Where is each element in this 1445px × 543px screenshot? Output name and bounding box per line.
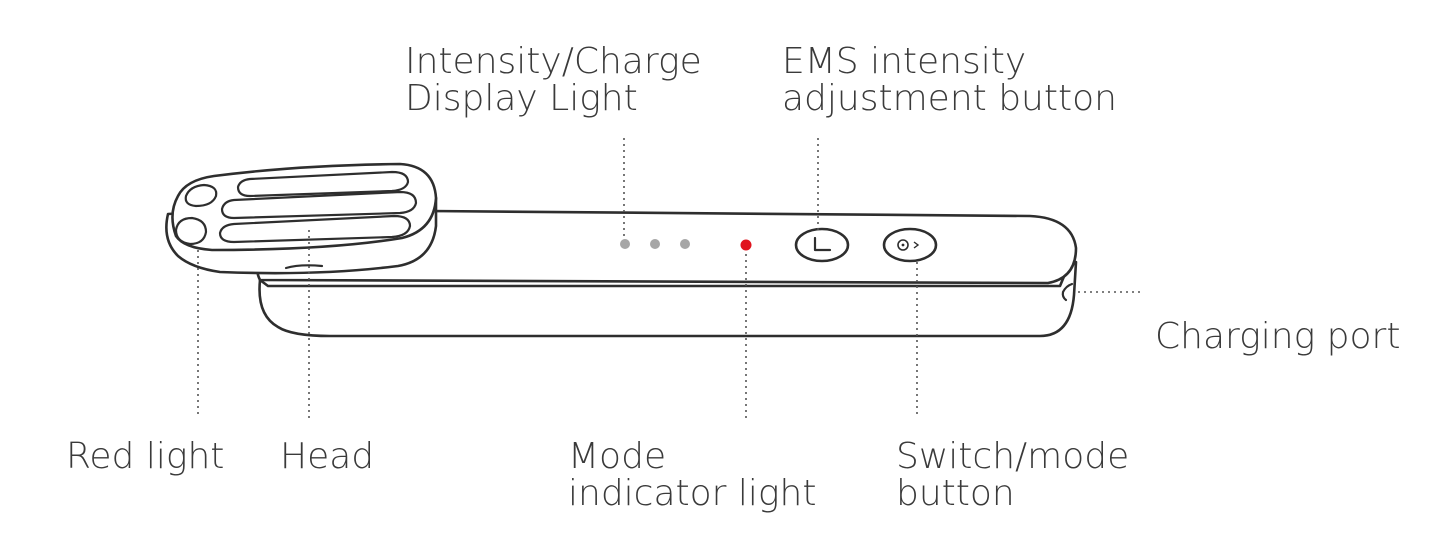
label-head: Head [280,436,374,477]
ems-symbol-icon [813,236,832,252]
label-charging-port: Charging port [1155,316,1400,357]
device-head [165,162,438,275]
label-mode-indicator-line2: indicator light [568,473,816,514]
red-light-window-bottom [174,216,208,246]
head-slot-top [236,170,410,198]
red-light-window-top [184,183,218,208]
mode-indicator-light [740,239,752,251]
label-switch-mode-line2: button [896,473,1015,514]
switch-mode-button[interactable] [882,227,938,263]
label-mode-indicator-line1: Mode [568,436,666,477]
label-ems-line2: adjustment button [782,78,1117,119]
head-slot-bottom [218,214,412,244]
intensity-dot-2 [650,239,660,249]
label-intensity-display-line1: Intensity/Charge [405,41,702,82]
power-mode-icon [897,239,920,251]
label-ems-line1: EMS intensity [782,41,1026,82]
intensity-charge-display-lights [620,239,690,249]
label-intensity-display-line2: Display Light [405,78,638,119]
intensity-dot-1 [620,239,630,249]
intensity-dot-3 [680,239,690,249]
head-slot-middle [220,190,418,220]
label-red-light: Red light [66,436,224,477]
label-switch-mode-line1: Switch/mode [896,436,1129,477]
ems-intensity-button[interactable] [794,227,850,263]
charging-port [1061,282,1074,302]
